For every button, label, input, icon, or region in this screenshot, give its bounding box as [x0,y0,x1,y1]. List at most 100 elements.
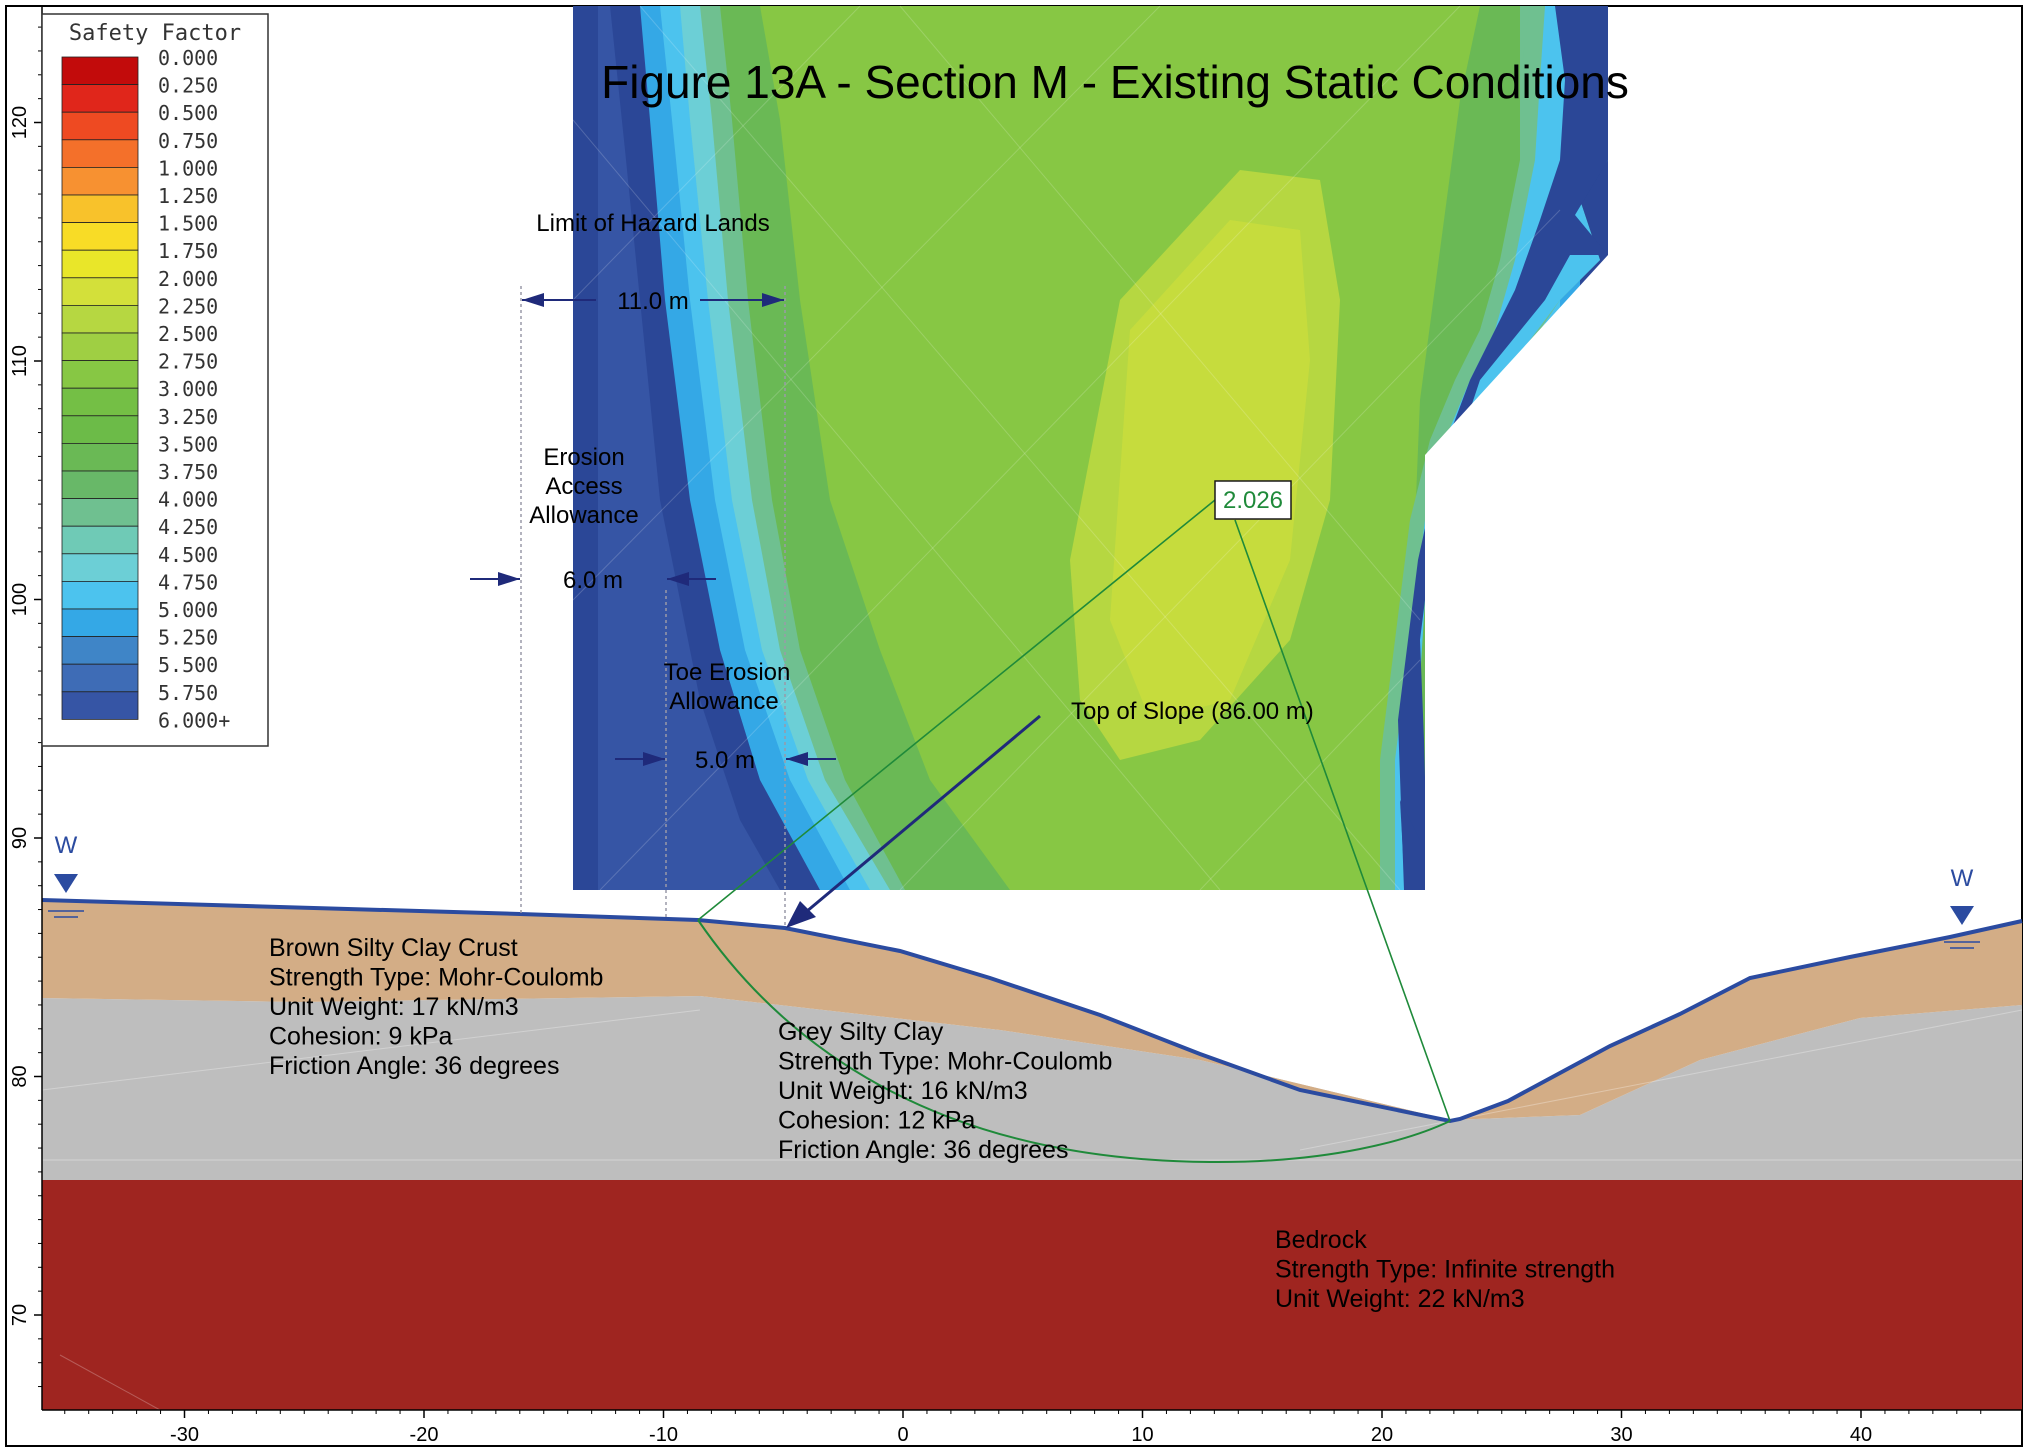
legend-title: Safety Factor [69,21,241,46]
legend-label: 5.000 [158,598,218,622]
erosion-access-label-line-3: Allowance [529,502,638,529]
legend-swatch [61,84,139,113]
water-triangle-left-icon [54,874,78,893]
legend-swatch [61,498,139,527]
toe-erosion-label-line-2: Allowance [669,688,778,715]
critical-slip-surface: 2.026 [697,480,1451,1164]
min-fs-label: 2.026 [1223,487,1283,514]
legend-swatch [61,360,139,389]
ground-surface-line [41,898,2023,1124]
slip-arc [697,919,1451,1164]
erosion-access-label-line-1: Erosion [543,444,624,471]
legend-swatch [61,636,139,665]
y-tick-label: 80 [9,1065,31,1087]
legend-label: 5.750 [158,681,218,705]
legend-swatch [61,194,139,224]
material-label-line: Strength Type: Mohr-Coulomb [778,1048,1112,1076]
grey-silty-clay-layer [42,996,2022,1180]
legend-label: 2.250 [158,294,218,318]
legend-swatch [61,277,139,306]
legend-label: 0.750 [158,129,218,153]
erosion-access-dimension-label: 6.0 m [563,567,623,594]
safety-factor-contour-field [572,5,1608,891]
legend-label: 4.250 [158,515,218,539]
safety-factor-legend: Safety Factor 0.000 0.250 0.500 0.750 1.000 1… [41,13,269,747]
legend-swatch [61,304,139,334]
x-tick-label: 0 [897,1424,908,1446]
slip-radius-right [1234,519,1451,1122]
y-tick-label: 70 [9,1304,31,1326]
material-label-line: Grey Silty Clay [778,1018,944,1046]
legend-swatch [61,442,139,472]
material-label-line: Unit Weight: 17 kN/m3 [269,993,519,1021]
legend-label: 2.750 [158,350,218,374]
legend-swatch [61,608,139,638]
material-label-line: Friction Angle: 36 degrees [269,1052,559,1080]
min-fs-box [1214,480,1292,520]
legend-swatch [61,332,139,362]
legend-swatch [61,581,139,610]
legend-label: 6.000+ [158,708,230,732]
legend-label: 5.250 [158,626,218,650]
x-tick-label: 10 [1131,1424,1153,1446]
legend-swatch [61,166,139,196]
legend-swatch [61,470,139,500]
material-label-line: Cohesion: 12 kPa [778,1107,975,1135]
top-of-slope-label: Top of Slope (86.00 m) [1071,698,1314,725]
legend-label: 3.250 [158,405,218,429]
legend-label: 1.500 [158,212,218,236]
legend-swatch [61,111,139,141]
legend-swatch [61,553,139,582]
material-label-line: Cohesion: 9 kPa [269,1023,453,1051]
legend-label: 4.500 [158,543,218,567]
legend-label: 0.000 [158,46,218,70]
water-triangle-right-icon [1950,906,1974,925]
legend-label: 1.750 [158,239,218,263]
material-label-line: Strength Type: Infinite strength [1275,1256,1615,1284]
material-label-line: Friction Angle: 36 degrees [778,1136,1068,1164]
legend-label: 3.500 [158,432,218,456]
hazard-lands-label: Limit of Hazard Lands [536,210,769,237]
legend-label: 4.750 [158,570,218,594]
legend-swatch [61,415,139,444]
y-tick-label: 120 [9,106,31,139]
legend-swatch [61,387,139,417]
legend-swatch [61,139,139,168]
legend-swatch [61,663,139,693]
legend-swatch [61,222,139,251]
x-tick-label: 40 [1850,1424,1872,1446]
material-label-line: Brown Silty Clay Crust [269,934,518,962]
legend-swatch [61,525,139,555]
water-label-right: W [1951,865,1974,892]
material-label-line: Strength Type: Mohr-Coulomb [269,964,603,992]
hazard-dimension-label: 11.0 m [617,288,689,315]
legend-swatch [61,691,139,720]
legend-label: 3.000 [158,377,218,401]
toe-erosion-label-line-1: Toe Erosion [664,659,791,686]
toe-erosion-dimension-label: 5.0 m [695,747,755,774]
x-tick-label: -30 [170,1424,199,1446]
legend-label: 3.750 [158,460,218,484]
legend-label: 0.250 [158,74,218,98]
y-tick-label: 100 [9,583,31,616]
legend-label: 2.500 [158,322,218,346]
figure-title: Figure 13A - Section M - Existing Static… [601,56,1629,108]
y-tick-label: 110 [9,345,31,377]
legend-label: 5.500 [158,653,218,677]
bedrock-layer [42,1180,2022,1410]
legend-swatch [61,249,139,279]
legend-label: 1.000 [158,156,218,180]
legend-label: 0.500 [158,101,218,125]
brown-silty-clay-crust-layer [42,900,2022,1121]
x-tick-label: -10 [649,1424,678,1446]
legend-label: 4.000 [158,488,218,512]
legend-swatch [61,56,139,86]
soil-profile [41,898,2023,1411]
